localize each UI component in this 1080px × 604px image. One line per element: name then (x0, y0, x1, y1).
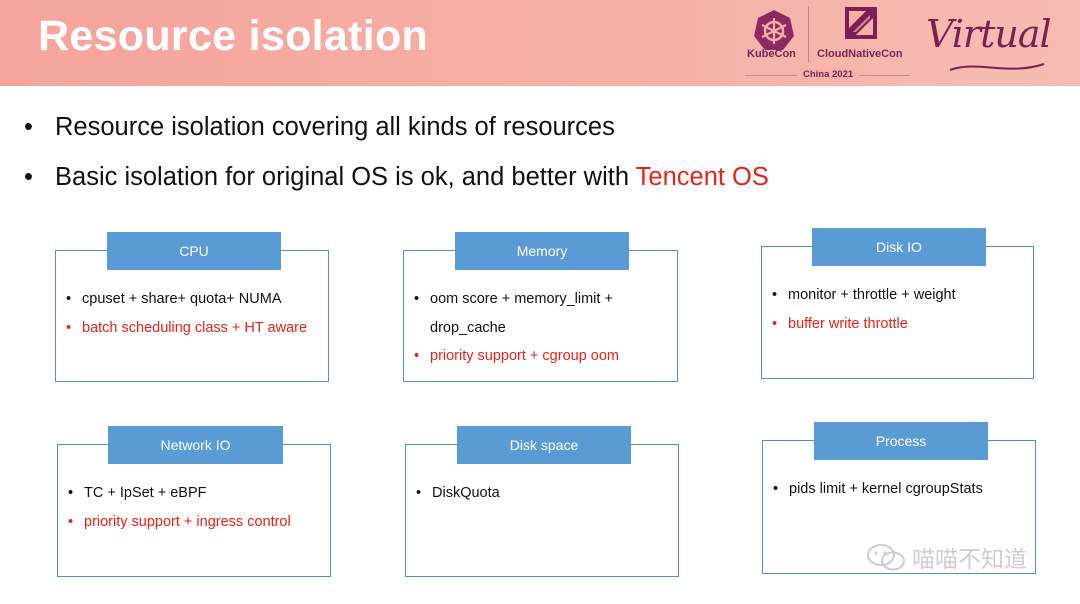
process-item: pids limit + kernel cgroupStats (773, 475, 1029, 504)
cloudnativecon-label: CloudNativeCon (817, 48, 903, 60)
kubecon-label: KubeCon (747, 48, 796, 60)
memory-item: oom score + memory_limit + drop_cache (414, 285, 671, 342)
tencent-os-highlight: Tencent OS (635, 163, 769, 191)
header-banner: Resource isolation KubeCon CloudNativeCo… (0, 0, 1080, 86)
cpu-item: cpuset + share+ quota+ NUMA (66, 285, 322, 314)
disk-io-item: buffer write throttle (772, 310, 1027, 339)
watermark: 喵喵不知道 (866, 540, 1027, 574)
virtual-wordmark: Virtual (926, 12, 1052, 56)
cncf-logo-icon (845, 7, 877, 39)
disk-space-tab: Disk space (457, 426, 631, 464)
memory-item: priority support + cgroup oom (414, 342, 671, 371)
network-io-item: TC + IpSet + eBPF (68, 479, 324, 508)
logo-divider (808, 6, 809, 62)
disk-space-items: DiskQuota (416, 479, 672, 508)
cpu-box: cpuset + share+ quota+ NUMA batch schedu… (55, 250, 329, 382)
disk-io-item: monitor + throttle + weight (772, 281, 1027, 310)
wechat-icon (867, 544, 905, 571)
virtual-swash-icon (949, 63, 1045, 71)
process-tab: Process (814, 422, 988, 460)
memory-items: oom score + memory_limit + drop_cache pr… (414, 285, 671, 371)
cpu-items: cpuset + share+ quota+ NUMA batch schedu… (66, 285, 322, 342)
disk-io-tab: Disk IO (812, 228, 986, 266)
cpu-item: batch scheduling class + HT aware (66, 314, 322, 343)
disk-io-items: monitor + throttle + weight buffer write… (772, 281, 1027, 338)
network-io-box: TC + IpSet + eBPF priority support + ing… (57, 444, 331, 577)
bullet-text: Resource isolation covering all kinds of… (55, 113, 615, 141)
network-io-tab: Network IO (108, 426, 283, 464)
watermark-text: 喵喵不知道 (912, 546, 1027, 572)
network-io-items: TC + IpSet + eBPF priority support + ing… (68, 479, 324, 536)
memory-tab: Memory (455, 232, 629, 270)
network-io-item: priority support + ingress control (68, 508, 324, 537)
disk-io-box: monitor + throttle + weight buffer write… (761, 246, 1034, 379)
kubernetes-helm-icon (754, 10, 794, 50)
event-label: China 2021 (797, 69, 860, 80)
process-items: pids limit + kernel cgroupStats (773, 475, 1029, 504)
process-box: pids limit + kernel cgroupStats (762, 440, 1036, 574)
memory-box: oom score + memory_limit + drop_cache pr… (403, 250, 678, 382)
slide-title: Resource isolation (38, 12, 429, 60)
cpu-tab: CPU (107, 232, 281, 270)
disk-space-item: DiskQuota (416, 479, 672, 508)
bullet-text: Basic isolation for original OS is ok, a… (55, 163, 769, 191)
disk-space-box: DiskQuota (405, 444, 679, 577)
